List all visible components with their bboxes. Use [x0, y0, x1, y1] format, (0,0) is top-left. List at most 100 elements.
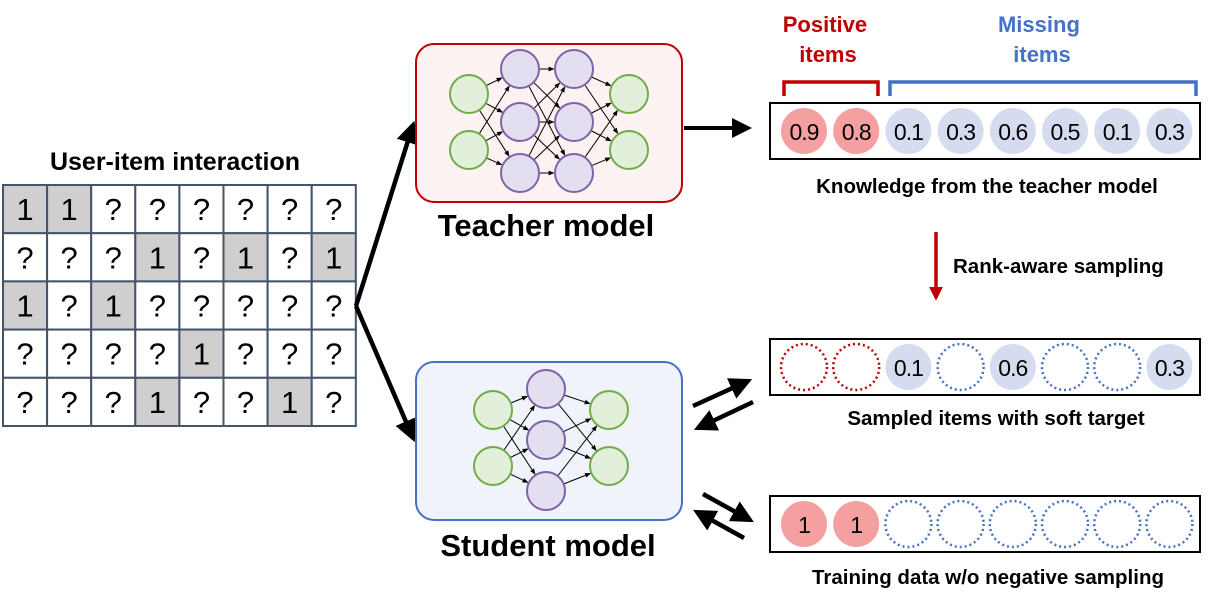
- network-edge: [591, 157, 612, 167]
- teacher-network: [449, 49, 649, 193]
- network-edge: [486, 157, 503, 166]
- missing-item-circle: [885, 344, 932, 390]
- missing-item-circle: [1042, 108, 1088, 154]
- positive-item-circle: [831, 342, 881, 392]
- positive-bracket: [782, 80, 880, 96]
- matrix-cell: [46, 376, 93, 427]
- matrix-cell-value: ?: [149, 337, 166, 372]
- network-node: [526, 471, 566, 511]
- item-value: 0.5: [1051, 119, 1080, 145]
- item-value: 0.6: [998, 119, 1027, 145]
- network-node: [609, 74, 649, 114]
- network-edge: [502, 425, 536, 475]
- network-edge: [563, 394, 591, 405]
- matrix-cell-value: 1: [16, 289, 33, 324]
- matrix-cell-value: ?: [193, 240, 210, 275]
- missing-item-circle: [1092, 342, 1142, 392]
- student-network: [473, 369, 629, 511]
- matrix-cell: [310, 232, 357, 283]
- network-edge: [584, 109, 618, 158]
- matrix-cell-value: ?: [237, 289, 254, 324]
- network-node: [554, 49, 594, 89]
- matrix-cell-value: 1: [281, 385, 298, 420]
- matrix-cell: [222, 232, 269, 283]
- matrix-cell: [134, 232, 181, 283]
- network-node: [449, 74, 489, 114]
- matrix-cell-value: 1: [149, 385, 166, 420]
- matrix-cell-value: ?: [149, 289, 166, 324]
- network-node: [473, 446, 513, 486]
- matrix-cell-value: ?: [105, 240, 122, 275]
- matrix-cell: [222, 280, 269, 331]
- missing-item-circle: [936, 342, 985, 392]
- missing-item-circle: [1040, 342, 1090, 392]
- matrix-cell-value: 1: [237, 240, 254, 275]
- matrix-cell-value: ?: [237, 385, 254, 420]
- matrix-cell-value: ?: [325, 289, 342, 324]
- matrix-cell: [310, 376, 357, 427]
- matrix-cell-value: ?: [325, 385, 342, 420]
- missing-items-label: Missing items: [998, 12, 1086, 67]
- missing-item-circle: [936, 499, 985, 549]
- positive-item-circle: [833, 108, 880, 154]
- network-edge: [591, 76, 612, 87]
- matrix-cell-value: ?: [105, 385, 122, 420]
- missing-bracket: [888, 80, 1198, 96]
- matrix-cell: [222, 184, 269, 235]
- network-edge: [485, 102, 503, 113]
- network-node: [500, 153, 540, 193]
- matrix-cell-value: ?: [61, 337, 78, 372]
- matrix-cell-value: ?: [149, 192, 166, 227]
- matrix-cell-value: 1: [16, 192, 33, 227]
- network-edge: [563, 446, 592, 459]
- missing-item-circle: [1040, 499, 1090, 549]
- network-node: [609, 130, 649, 170]
- missing-item-circle: [884, 499, 933, 549]
- missing-item-circle: [1094, 108, 1141, 154]
- positive-item-circle: [781, 501, 827, 547]
- missing-item-circle: [937, 108, 984, 154]
- arrow-to-student: [353, 305, 417, 443]
- network-node: [589, 390, 629, 430]
- missing-item-circle: [1092, 499, 1142, 549]
- matrix-cell: [90, 328, 137, 379]
- network-edge: [485, 131, 503, 142]
- matrix-cell-value: ?: [16, 337, 33, 372]
- matrix-cell: [178, 328, 225, 379]
- matrix-cell-value: 1: [325, 240, 342, 275]
- matrix-cell-value: ?: [61, 385, 78, 420]
- item-value: 0.9: [790, 119, 819, 145]
- matrix-cell-value: ?: [61, 289, 78, 324]
- matrix-cell-value: 1: [105, 289, 122, 324]
- missing-item-circle: [989, 108, 1036, 154]
- matrix-cell: [266, 328, 313, 379]
- matrix-cell-value: ?: [281, 337, 298, 372]
- missing-item-circle: [1146, 344, 1193, 390]
- matrix-cell-value: ?: [61, 240, 78, 275]
- sampled-caption: Sampled items with soft target: [847, 407, 1144, 430]
- item-value: 0.1: [894, 355, 923, 381]
- matrix-cell: [90, 376, 137, 427]
- matrix-cell-value: 1: [149, 240, 166, 275]
- matrix-cell-value: ?: [281, 240, 298, 275]
- matrix-cell-value: ?: [325, 337, 342, 372]
- matrix-cell: [266, 280, 313, 331]
- teacher-model-box: [415, 43, 683, 203]
- network-edge: [533, 82, 561, 110]
- arrow-to-teacher: [353, 120, 419, 307]
- matrix-cell: [2, 280, 49, 331]
- positive-items-label: Positive items: [783, 12, 874, 67]
- network-edge: [509, 418, 530, 431]
- student-sampled-exchange-arrows: [692, 378, 754, 431]
- network-node: [526, 369, 566, 409]
- item-value: 0.3: [1155, 355, 1184, 381]
- network-node: [500, 102, 540, 142]
- network-edge: [510, 395, 528, 404]
- network-edge: [503, 404, 536, 451]
- matrix-cell-value: ?: [237, 337, 254, 372]
- network-edge: [478, 85, 510, 135]
- positive-item-circle: [833, 501, 880, 547]
- matrix-cell-value: 1: [193, 337, 210, 372]
- network-node: [554, 102, 594, 142]
